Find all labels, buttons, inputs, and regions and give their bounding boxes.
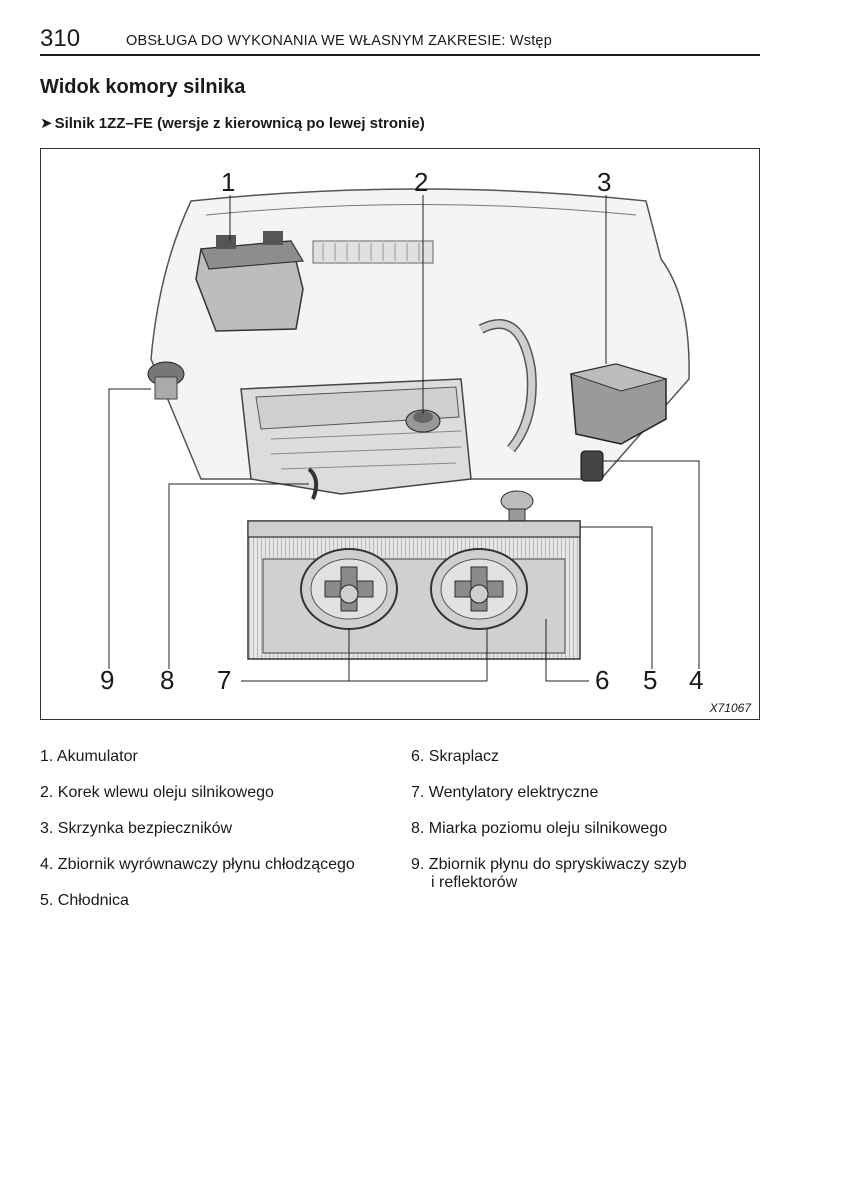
legend-item: 6. Skraplacz bbox=[411, 748, 500, 765]
engine-subheading: ➤Silnik 1ZZ–FE (wersje z kierownicą po l… bbox=[40, 114, 425, 132]
legend-left-column: 1. Akumulator 2. Korek wlewu oleju silni… bbox=[40, 748, 400, 928]
arrow-icon: ➤ bbox=[40, 115, 53, 132]
coolant-reservoir-shape bbox=[580, 450, 604, 482]
legend-item: 9. Zbiornik płynu do spryskiwaczy szyb bbox=[411, 856, 687, 873]
callout-4: 4 bbox=[689, 665, 704, 695]
radiator-cap-shape bbox=[500, 490, 534, 524]
engine-block-shape bbox=[240, 378, 472, 495]
page-number: 310 bbox=[40, 25, 81, 52]
fan-left-shape bbox=[300, 548, 398, 630]
fuse-box-shape bbox=[569, 363, 668, 445]
legend-right-column: 6. Skraplacz 7. Wentylatory elektryczne … bbox=[411, 748, 771, 910]
callout-3: 3 bbox=[597, 167, 612, 197]
radiator-shape bbox=[247, 520, 581, 660]
callout-2: 2 bbox=[414, 167, 429, 197]
subheading-text: Silnik 1ZZ–FE (wersje z kierownicą po le… bbox=[54, 115, 425, 132]
leader-lines bbox=[108, 195, 700, 682]
section-title: OBSŁUGA DO WYKONANIA WE WŁASNYM ZAKRESIE… bbox=[126, 33, 552, 49]
legend-item: 1. Akumulator bbox=[40, 748, 138, 765]
page-heading: Widok komory silnika bbox=[40, 76, 246, 98]
engine-illustration bbox=[108, 188, 700, 682]
battery-shape bbox=[195, 231, 305, 332]
legend-item: 8. Miarka poziomu oleju silnikowego bbox=[411, 820, 668, 837]
callout-7: 7 bbox=[217, 665, 232, 695]
fan-right-shape bbox=[430, 548, 528, 630]
callout-1: 1 bbox=[221, 167, 236, 197]
legend-item: 4. Zbiornik wyrównawczy płynu chłodząceg… bbox=[40, 856, 355, 873]
callout-5: 5 bbox=[643, 665, 658, 695]
callout-9: 9 bbox=[100, 665, 115, 695]
callout-8: 8 bbox=[160, 665, 175, 695]
legend-item: 2. Korek wlewu oleju silnikowego bbox=[40, 784, 274, 801]
legend-item-continuation: i reflektorów bbox=[431, 874, 518, 891]
page-header: 310 OBSŁUGA DO WYKONANIA WE WŁASNYM ZAKR… bbox=[40, 26, 760, 56]
legend-item: 3. Skrzynka bezpieczników bbox=[40, 820, 233, 837]
legend-item: 5. Chłodnica bbox=[40, 892, 129, 909]
callout-6: 6 bbox=[595, 665, 610, 695]
dipstick-shape bbox=[307, 467, 319, 500]
engine-compartment-figure: 1 2 3 4 5 6 7 8 9 X71067 bbox=[40, 148, 760, 720]
legend-item: 7. Wentylatory elektryczne bbox=[411, 784, 599, 801]
washer-cap-shape bbox=[147, 361, 185, 400]
figure-code: X71067 bbox=[709, 701, 751, 715]
